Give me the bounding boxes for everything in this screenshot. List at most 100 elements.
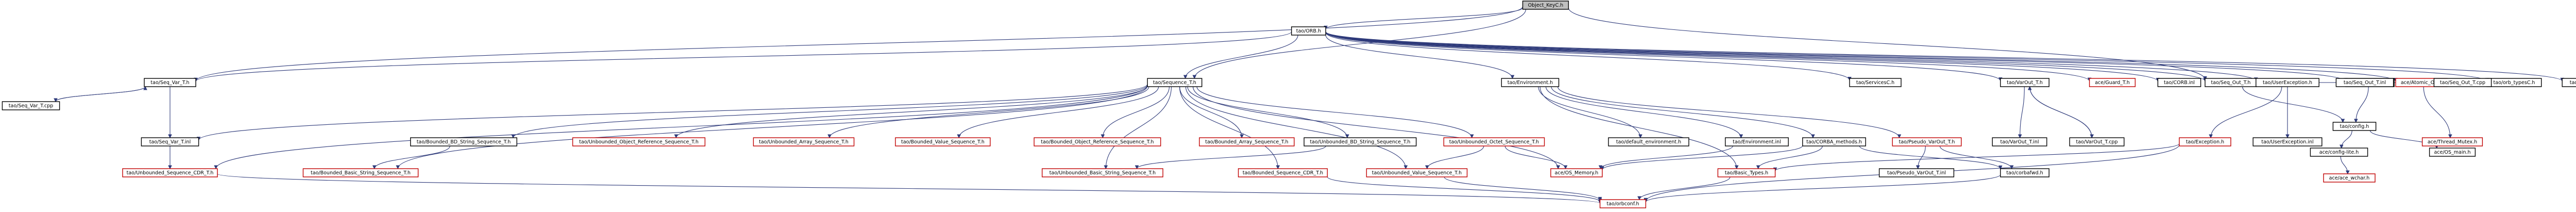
graph-node-label: tao/CORB.inl: [2164, 80, 2195, 86]
graph-node-ubasicstr[interactable]: tao/Unbounded_Basic_String_Sequence_T.h: [1042, 168, 1163, 177]
graph-edge-seqvart-to-seqvartinl: [168, 87, 172, 139]
graph-node-userexcinl[interactable]: tao/UserException.inl: [2252, 137, 2323, 146]
graph-node-seqouttcpp[interactable]: tao/Seq_Out_T.cpp: [2433, 78, 2492, 87]
graph-edge-uvalseq-to-orbconst: [1444, 176, 1602, 201]
graph-edge-useqcdr-to-orbconst: [217, 173, 1602, 204]
graph-node-guard[interactable]: ace/Guard_T.h: [2089, 78, 2136, 87]
graph-node-box: [1443, 137, 1545, 146]
graph-node-seqouttinl[interactable]: tao/Seq_Out_T.inl: [2335, 78, 2394, 87]
graph-edge-bseqcdr-to-orbconst: [1327, 176, 1602, 203]
graph-node-barr[interactable]: tao/Bounded_Array_Sequence_T.h: [1199, 137, 1295, 146]
graph-node-userexc[interactable]: tao/UserException.h: [2256, 78, 2319, 87]
graph-node-seqt[interactable]: tao/Sequence_T.h: [1147, 78, 1202, 87]
graph-node-bbasicstr[interactable]: tao/Bounded_Basic_String_Sequence_T.h: [302, 168, 419, 177]
graph-node-useqcdr[interactable]: tao/Unbounded_Sequence_CDR_T.h: [122, 168, 218, 177]
graph-edge-arrowhead: [1734, 165, 1739, 170]
graph-edge-arrowhead: [1240, 134, 1244, 139]
graph-edge-atomic-to-tmutex: [2423, 86, 2452, 139]
graph-node-osmem[interactable]: ace/OS_Memory.h: [1550, 168, 1603, 177]
graph-node-uarr[interactable]: tao/Unbounded_Array_Sequence_T.h: [753, 137, 855, 146]
graph-node-orbconst[interactable]: tao/orbconf.h: [1599, 199, 1647, 208]
graph-edge-userexc-to-exception: [2209, 86, 2282, 139]
graph-node-bobjref[interactable]: tao/Bounded_Object_Reference_Sequence_T.…: [1033, 137, 1161, 146]
graph-edge-arrowhead: [143, 86, 147, 90]
graph-node-corbainl[interactable]: tao/CORB.inl: [2157, 78, 2201, 87]
graph-node-orb[interactable]: tao/ORB.h: [1291, 26, 1326, 36]
graph-node-env[interactable]: tao/Environment.h: [1501, 78, 1560, 87]
graph-node-orbtypec[interactable]: tao/orb_typesC.h: [2486, 78, 2542, 87]
graph-node-pseudovar[interactable]: tao/Pseudo_VarOut_T.h: [1892, 137, 1962, 146]
graph-edge-line: [1600, 145, 1733, 169]
graph-node-label: tao/VarOut_T.cpp: [2076, 139, 2117, 145]
graph-edge-arrowhead: [1897, 134, 1902, 139]
graph-node-seqvartcpp[interactable]: tao/Seq_Var_T.cpp: [2, 101, 60, 110]
graph-node-bval[interactable]: tao/Bounded_Value_Sequence_T.h: [895, 137, 991, 146]
graph-edge-corbamethods-to-osmem: [1600, 145, 1803, 171]
graph-edge-arrowhead: [957, 134, 961, 139]
graph-edge-arrowhead: [1510, 75, 1515, 79]
graph-edge-line: [195, 6, 1523, 81]
graph-edge-line: [1546, 86, 1741, 138]
graph-node-corbafwd[interactable]: tao/corbafwd.h: [2000, 168, 2049, 177]
graph-node-label: tao/config.h: [2340, 124, 2369, 129]
graph-node-exception[interactable]: tao/Exception.h: [2179, 137, 2231, 146]
graph-node-seqoutt[interactable]: tao/Seq_Out_T.h: [2205, 78, 2257, 87]
graph-edge-line: [1645, 174, 2001, 203]
graph-node-box: [1033, 137, 1161, 146]
graph-node-label: tao/ORB.h: [1296, 28, 1321, 34]
graph-node-label: tao/Unbounded_Value_Sequence_T.h: [1372, 170, 1462, 176]
graph-node-pseudovarinl[interactable]: tao/Pseudo_VarOut_T.inl: [1878, 168, 1955, 177]
graph-node-seqvartinl[interactable]: tao/Seq_Var_T.inl: [141, 137, 199, 146]
graph-node-label: tao/Seq_Out_T.h: [2211, 80, 2251, 86]
graph-edge-arrowhead: [1563, 165, 1568, 170]
graph-edge-line: [1325, 32, 2001, 81]
graph-node-basictypes[interactable]: tao/Basic_Types.h: [1717, 168, 1776, 177]
graph-node-label: tao/ServicesC.h: [1856, 80, 1894, 86]
graph-node-label: ace/OS_main.h: [2434, 150, 2470, 155]
graph-node-configh[interactable]: tao/config.h: [2332, 122, 2377, 131]
graph-node-label: tao/default_environment.h: [1616, 139, 1681, 145]
graph-node-box: [1849, 78, 1902, 87]
graph-node-label: tao/Seq_Out_T.cpp: [2440, 80, 2485, 86]
graph-edge-line: [195, 31, 1292, 82]
graph-node-defenv[interactable]: tao/default_environment.h: [1608, 137, 1689, 146]
graph-node-ubdstr[interactable]: tao/Unbounded_BD_String_Sequence_T.h: [1303, 137, 1417, 146]
graph-node-uoctet[interactable]: tao/Unbounded_Octet_Sequence_T.h: [1443, 137, 1545, 146]
graph-edge-line: [1179, 86, 1278, 169]
graph-edge-line: [1325, 31, 2257, 81]
graph-node-varouttinl[interactable]: tao/VarOut_T.inl: [1992, 137, 2047, 146]
graph-node-bbostrseq[interactable]: tao/Bounded_BD_String_Sequence_T.h: [410, 137, 517, 146]
graph-node-uvalseq[interactable]: tao/Unbounded_Value_Sequence_T.h: [1366, 168, 1468, 177]
graph-edge-line: [1102, 86, 1170, 138]
graph-edge-arrowhead: [2027, 86, 2032, 90]
graph-edge-line: [1179, 86, 1242, 138]
graph-edge-orb-to-corbainl: [1325, 31, 2160, 82]
graph-node-corbamethods[interactable]: tao/CORBA_methods.h: [1802, 137, 1866, 146]
graph-node-policyfwd[interactable]: tao/Policy_ForwardC.h: [2562, 78, 2576, 87]
graph-node-label: tao/UserException.inl: [2261, 139, 2313, 145]
graph-node-varouttcpp[interactable]: tao/VarOut_T.cpp: [2069, 137, 2125, 146]
graph-edge-seqt-to-bbostrseq: [511, 85, 1148, 139]
graph-node-aceconfig[interactable]: ace/config-lite.h: [2310, 148, 2368, 157]
graph-edge-arrowhead: [1345, 134, 1349, 139]
graph-edge-line: [1196, 86, 1472, 138]
graph-node-envinl[interactable]: tao/Environment.inl: [1725, 137, 1789, 146]
graph-node-servicesc[interactable]: tao/ServicesC.h: [1849, 78, 1902, 87]
graph-node-tmutex[interactable]: ace/Thread_Mutex.h: [2421, 137, 2483, 146]
graph-node-label: tao/orb_typesC.h: [2494, 80, 2535, 86]
graph-node-acewchar[interactable]: ace/ace_wchar.h: [2323, 173, 2376, 183]
graph-edge-line: [513, 85, 1148, 138]
graph-edge-arrowhead: [168, 134, 172, 139]
graph-node-uobjref[interactable]: tao/Unbounded_Object_Reference_Sequence_…: [572, 137, 706, 146]
graph-node-label: tao/Policy_ForwardC.h: [2570, 80, 2576, 86]
graph-edge-seqt-to-bobjref: [1100, 86, 1170, 139]
graph-node-acevers[interactable]: ace/OS_main.h: [2429, 148, 2476, 157]
graph-node-bseqcdr[interactable]: tao/Bounded_Sequence_CDR_T.h: [1238, 168, 1328, 177]
graph-edge-line: [215, 85, 1148, 169]
graph-node-seqvart[interactable]: tao/Seq_Var_T.h: [144, 78, 196, 87]
graph-edge-seqt-to-uobjref: [674, 85, 1148, 139]
graph-node-varoutt[interactable]: tao/VarOut_T.h: [2000, 78, 2049, 87]
graph-node-label: tao/Unbounded_Octet_Sequence_T.h: [1449, 139, 1539, 145]
graph-edge-line: [1325, 31, 2487, 82]
